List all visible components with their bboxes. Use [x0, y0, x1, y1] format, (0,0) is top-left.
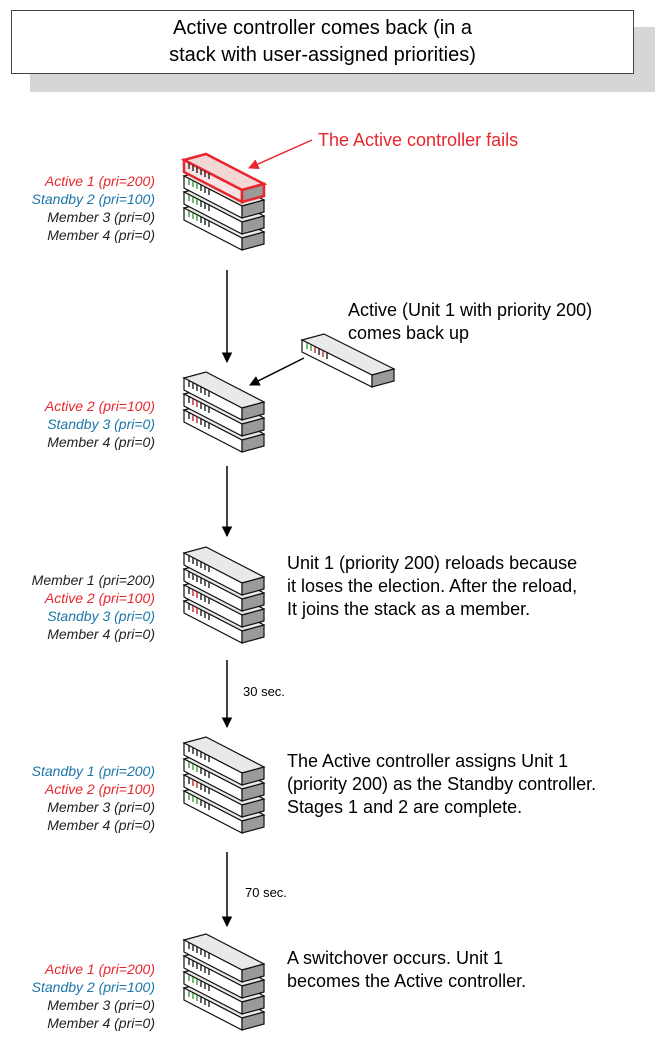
stage2-label-2: Standby 3 (pri=0)	[47, 416, 155, 432]
stage5-label-4: Member 4 (pri=0)	[47, 1015, 155, 1031]
stage5-note-line-1: A switchover occurs. Unit 1	[287, 948, 504, 968]
stage3-stack-unit-1	[182, 546, 266, 596]
stage3-note-line-1: Unit 1 (priority 200) reloads because	[287, 553, 578, 573]
stage4-note-line-1: The Active controller assigns Unit 1	[287, 751, 569, 771]
stage2-stack-unit-1-side	[241, 401, 265, 421]
stage4-stack-unit-4-side	[241, 814, 265, 834]
stage5-stack-unit-1-side	[241, 963, 265, 983]
stage4-label-2: Active 2 (pri=100)	[44, 781, 155, 797]
stage3-note-line-3: It joins the stack as a member.	[287, 599, 531, 619]
stage5-label-1: Active 1 (pri=200)	[44, 961, 155, 977]
stage3-label-3: Standby 3 (pri=0)	[47, 608, 155, 624]
stage5-label-3: Member 3 (pri=0)	[47, 997, 155, 1013]
stage1-stack-unit-4-side	[241, 231, 265, 251]
stage1-label-3: Member 3 (pri=0)	[47, 209, 155, 225]
returning-unit-1-side	[371, 368, 395, 388]
stage3-label-1: Member 1 (pri=200)	[31, 572, 155, 588]
stage4-label-4: Member 4 (pri=0)	[47, 817, 155, 833]
stage4-stack-unit-1	[182, 736, 266, 786]
stage2-label-1: Active 2 (pri=100)	[44, 398, 155, 414]
stage4-stack-unit-2-side	[241, 782, 265, 802]
interval-30-sec: 30 sec.	[243, 684, 285, 699]
stage5-stack-unit-3-side	[241, 995, 265, 1015]
stage3-label-4: Member 4 (pri=0)	[47, 626, 155, 642]
stage5-stack-unit-2-side	[241, 979, 265, 999]
stage1-stack-unit-1-side	[240, 182, 266, 204]
stage4-note: The Active controller assigns Unit 1 (pr…	[287, 750, 596, 819]
stage2-note: Active (Unit 1 with priority 200) comes …	[348, 299, 592, 345]
diagram-title: Active controller comes back (in a stack…	[11, 10, 634, 74]
stage5-label-2: Standby 2 (pri=100)	[31, 979, 155, 995]
stage3-note-line-2: it loses the election. After the reload,	[287, 576, 578, 596]
stage2-note-line-1: Active (Unit 1 with priority 200)	[348, 300, 593, 320]
title-line-2: stack with user-assigned priorities)	[169, 44, 476, 66]
stage2-note-line-2: comes back up	[348, 323, 470, 343]
stage3-stack-unit-4-side	[241, 624, 265, 644]
failure-callout-arrow	[248, 139, 313, 169]
stage1-label-1: Active 1 (pri=200)	[44, 173, 155, 189]
interval-70-sec: 70 sec.	[245, 885, 287, 900]
stage5-stack-unit-4-side	[241, 1011, 265, 1031]
stage1-label-4: Member 4 (pri=0)	[47, 227, 155, 243]
title-line-1: Active controller comes back (in a	[172, 17, 472, 39]
stage5-stack	[182, 933, 266, 1031]
stage2-label-3: Member 4 (pri=0)	[47, 434, 155, 450]
stage4-stack-unit-1-side	[241, 766, 265, 786]
stage3-label-2: Active 2 (pri=100)	[44, 590, 155, 606]
stage1-stack-unit-1	[180, 152, 268, 205]
stage1-stack-unit-3-side	[241, 215, 265, 235]
stage5-note-line-2: becomes the Active controller.	[287, 971, 527, 991]
stage4-label-3: Member 3 (pri=0)	[47, 799, 155, 815]
stage5-note: A switchover occurs. Unit 1 becomes the …	[287, 947, 526, 993]
returning-unit-1	[300, 333, 396, 388]
stage4-note-line-2: (priority 200) as the Standby controller…	[287, 774, 597, 794]
stage3-stack	[182, 546, 266, 644]
failure-callout: The Active controller fails	[318, 130, 519, 150]
stage4-stack	[182, 736, 266, 834]
rejoin-arrow	[249, 357, 305, 386]
stage1-stack	[180, 152, 268, 251]
stage3-note: Unit 1 (priority 200) reloads because it…	[287, 552, 577, 621]
stage2-stack-unit-2-side	[241, 417, 265, 437]
stage3-stack-unit-2-side	[241, 592, 265, 612]
stage2-stack-unit-3-side	[241, 433, 265, 453]
stage2-stack	[182, 371, 266, 453]
stage5-stack-unit-1	[182, 933, 266, 983]
stage1-label-2: Standby 2 (pri=100)	[31, 191, 155, 207]
stage3-stack-unit-3-side	[241, 608, 265, 628]
stage4-note-line-3: Stages 1 and 2 are complete.	[287, 797, 523, 817]
stage2-stack-unit-1	[182, 371, 266, 421]
stage4-stack-unit-3-side	[241, 798, 265, 818]
stage4-label-1: Standby 1 (pri=200)	[31, 763, 155, 779]
stage3-stack-unit-1-side	[241, 576, 265, 596]
stage1-stack-unit-2-side	[241, 199, 265, 219]
